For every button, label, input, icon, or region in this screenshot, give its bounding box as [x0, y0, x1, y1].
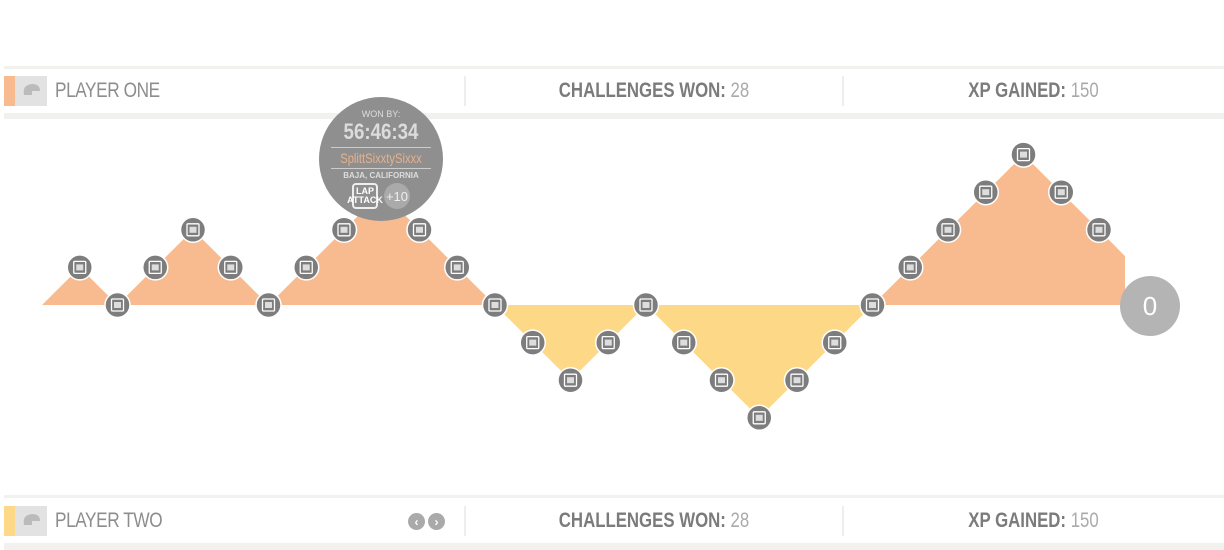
challenge-marker[interactable] [746, 404, 773, 432]
player-one-name: PLAYER ONE [55, 79, 160, 102]
tooltip-location: BAJA, CALIFORNIA [343, 171, 419, 180]
score-circle: 0 [1120, 276, 1180, 336]
tooltip-time: 56:46:34 [343, 119, 419, 144]
helmet-icon [15, 506, 47, 536]
challenge-marker[interactable] [783, 366, 811, 394]
tooltip-title: WON BY: [361, 109, 401, 119]
challenges-value: 28 [730, 509, 750, 532]
challenge-marker[interactable] [406, 216, 433, 244]
lap-attack-badge-icon: LAP ATTACK [347, 183, 383, 209]
challenge-marker[interactable] [481, 291, 509, 319]
challenge-marker[interactable] [330, 216, 358, 244]
player-two-name: PLAYER TWO [55, 509, 163, 532]
xp-value: 150 [1071, 79, 1100, 102]
prev-button[interactable]: ‹ [408, 513, 425, 530]
divider [4, 495, 1224, 498]
divider [4, 543, 1224, 550]
player-one-bar: PLAYER ONE CHALLENGES WON: 28 XP GAINED:… [4, 76, 1224, 106]
challenge-marker[interactable] [632, 291, 660, 319]
divider [4, 113, 1224, 119]
player-two-color [4, 506, 15, 536]
player-two-bar: PLAYER TWO ‹› CHALLENGES WON: 28 XP GAIN… [4, 506, 1224, 536]
xp-label: XP GAINED: [968, 509, 1067, 532]
xp-value: 150 [1071, 509, 1100, 532]
challenges-label: CHALLENGES WON: [558, 79, 726, 102]
challenge-tooltip: WON BY: 56:46:34 SplittSixxtySixxx BAJA,… [319, 97, 443, 221]
challenge-marker[interactable] [859, 291, 886, 319]
challenge-marker[interactable] [1048, 178, 1075, 206]
challenge-marker[interactable] [66, 254, 93, 281]
challenge-marker[interactable] [293, 254, 320, 281]
challenge-marker[interactable] [1010, 141, 1037, 168]
next-button[interactable]: › [428, 513, 445, 530]
challenge-marker[interactable] [708, 366, 735, 394]
xp-label: XP GAINED: [968, 79, 1067, 102]
tooltip-user[interactable]: SplittSixxtySixxx [340, 150, 422, 166]
challenge-marker[interactable] [897, 254, 924, 281]
challenge-marker[interactable] [670, 329, 697, 356]
challenge-marker[interactable] [519, 329, 546, 356]
challenge-marker[interactable] [557, 366, 584, 394]
points-badge: +10 [384, 183, 410, 209]
helmet-icon [15, 76, 47, 106]
challenge-marker[interactable] [972, 178, 999, 206]
challenge-marker[interactable] [255, 291, 282, 319]
player-one-color [4, 76, 15, 106]
challenge-marker[interactable] [595, 329, 622, 356]
challenge-marker[interactable] [934, 216, 962, 244]
challenge-marker[interactable] [217, 254, 244, 281]
challenge-marker[interactable] [142, 254, 169, 281]
challenge-marker[interactable] [179, 216, 207, 244]
challenge-marker[interactable] [444, 254, 471, 281]
challenge-marker[interactable] [821, 329, 848, 356]
challenge-marker[interactable] [1085, 216, 1113, 244]
challenges-value: 28 [730, 79, 750, 102]
challenges-label: CHALLENGES WON: [558, 509, 726, 532]
challenge-marker[interactable] [104, 291, 131, 319]
divider [4, 66, 1224, 69]
player-two-area [42, 305, 1125, 418]
